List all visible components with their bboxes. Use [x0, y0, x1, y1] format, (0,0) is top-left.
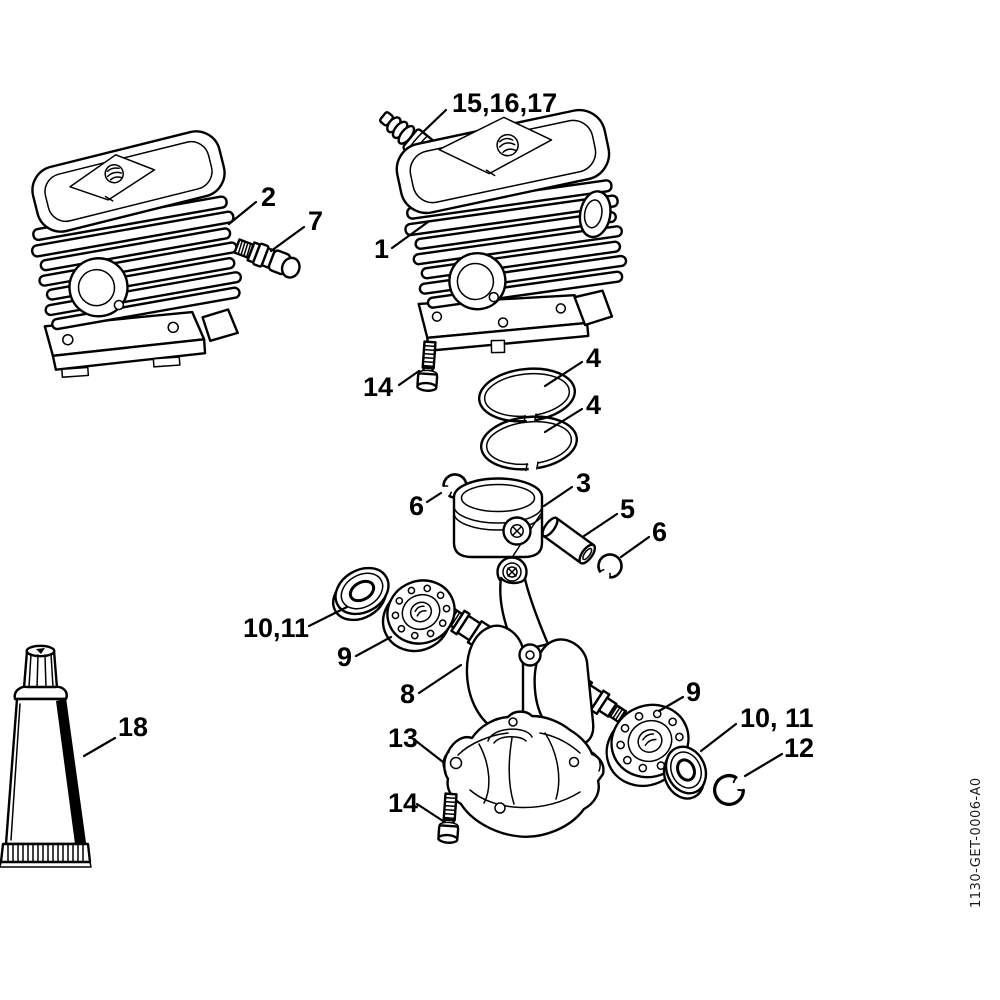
callout-ring-lower: 4	[586, 390, 601, 420]
callout-decomp-valve: 7	[308, 206, 323, 236]
leader-line	[582, 512, 619, 538]
part-screw-crankcase	[437, 792, 460, 844]
callout-cylinder-left: 2	[261, 182, 276, 212]
leader-line	[390, 220, 430, 250]
callout-sealant-tube: 18	[118, 712, 148, 742]
part-sealant-tube	[0, 644, 92, 868]
leader-line	[657, 695, 685, 713]
leader-line	[542, 485, 574, 508]
leader-line	[82, 736, 117, 758]
part-ball-bearing-left	[381, 579, 456, 653]
callout-circlip-right: 6	[652, 517, 667, 547]
callout-seal-left: 10,11	[243, 613, 309, 643]
leader-lines	[82, 108, 784, 823]
callout-cylinder: 1	[374, 234, 389, 264]
leader-line	[269, 225, 306, 253]
leader-line	[543, 407, 584, 434]
callout-screw-bottom: 14	[388, 788, 418, 818]
callout-bearing-left: 9	[337, 642, 352, 672]
part-decompression-valve	[233, 238, 301, 279]
part-piston	[452, 477, 544, 559]
part-oil-seal-right	[662, 745, 708, 800]
callout-labels: 15,16,17 1 2 7 14 4 4 6 3 5 6 10,11 9 8 …	[118, 88, 814, 818]
leader-line	[543, 360, 584, 388]
part-cylinder-assembly-left	[30, 130, 243, 378]
part-cylinder-main	[395, 108, 628, 354]
callout-circlip-left: 6	[409, 491, 424, 521]
leader-line	[354, 635, 393, 658]
leader-line	[421, 108, 448, 134]
callout-retaining-washer: 12	[784, 733, 814, 763]
part-crankcase	[442, 710, 605, 838]
callout-ring-upper: 4	[586, 343, 601, 373]
leader-line	[307, 605, 349, 628]
part-wrist-pin	[541, 516, 597, 565]
callout-piston: 3	[576, 468, 591, 498]
callout-bearing-right: 9	[686, 677, 701, 707]
leader-line	[425, 491, 443, 504]
doc-code: 1130-GET-0006-A0	[969, 777, 984, 908]
part-screw-cylinder	[416, 340, 439, 392]
part-piston-ring-lower	[479, 415, 579, 473]
leader-line	[699, 722, 738, 753]
callout-screw-top: 14	[363, 372, 393, 402]
callout-seal-right: 10, 11	[740, 703, 814, 733]
leader-line	[397, 369, 421, 387]
leader-line	[417, 663, 463, 695]
part-circlip-right	[597, 553, 623, 579]
callout-crankcase: 13	[388, 723, 418, 753]
part-piston-ring-upper	[477, 367, 577, 425]
leader-line	[227, 200, 258, 226]
callout-crankshaft: 8	[400, 679, 415, 709]
leader-line	[414, 739, 445, 764]
leader-line	[743, 752, 784, 778]
callout-wrist-pin: 5	[620, 494, 635, 524]
leader-line	[619, 535, 651, 559]
callout-spark-plug: 15,16,17	[452, 88, 557, 118]
part-retaining-washer	[713, 774, 745, 806]
leader-line	[415, 802, 445, 823]
